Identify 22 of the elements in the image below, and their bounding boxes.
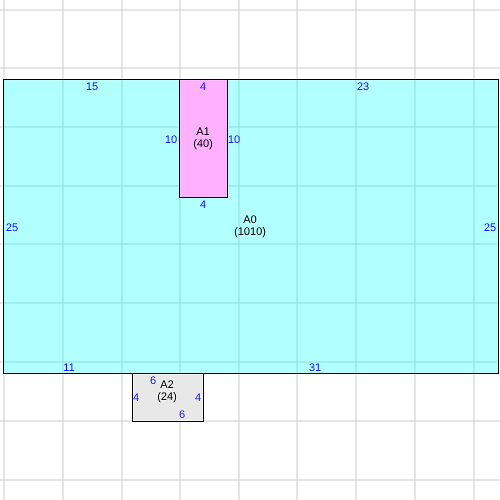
dimension-label: 23 (356, 81, 370, 93)
dimension-label: 31 (308, 362, 322, 374)
room-label: A0 (243, 214, 257, 226)
dimension-label: 10 (228, 134, 240, 146)
dimension-label: 25 (6, 222, 18, 234)
dimension-label: 4 (132, 392, 140, 404)
dimension-label: 6 (178, 409, 186, 421)
dimension-label: 4 (200, 199, 206, 211)
dimension-label: 4 (200, 81, 206, 93)
dimension-label: 6 (150, 375, 156, 387)
room-area (132, 373, 204, 422)
dimension-label: 11 (63, 362, 75, 374)
dimension-label: 15 (86, 81, 98, 93)
dimension-label: 25 (484, 222, 496, 234)
dimension-label: 4 (194, 392, 202, 404)
room-label: (1010) (234, 226, 266, 238)
dimension-label: 10 (164, 134, 178, 146)
room-area (3, 79, 499, 374)
room-label: (40) (193, 138, 213, 150)
room-label: A1 (196, 126, 210, 138)
room-label: (24) (157, 391, 177, 403)
room-label: A2 (160, 379, 174, 391)
